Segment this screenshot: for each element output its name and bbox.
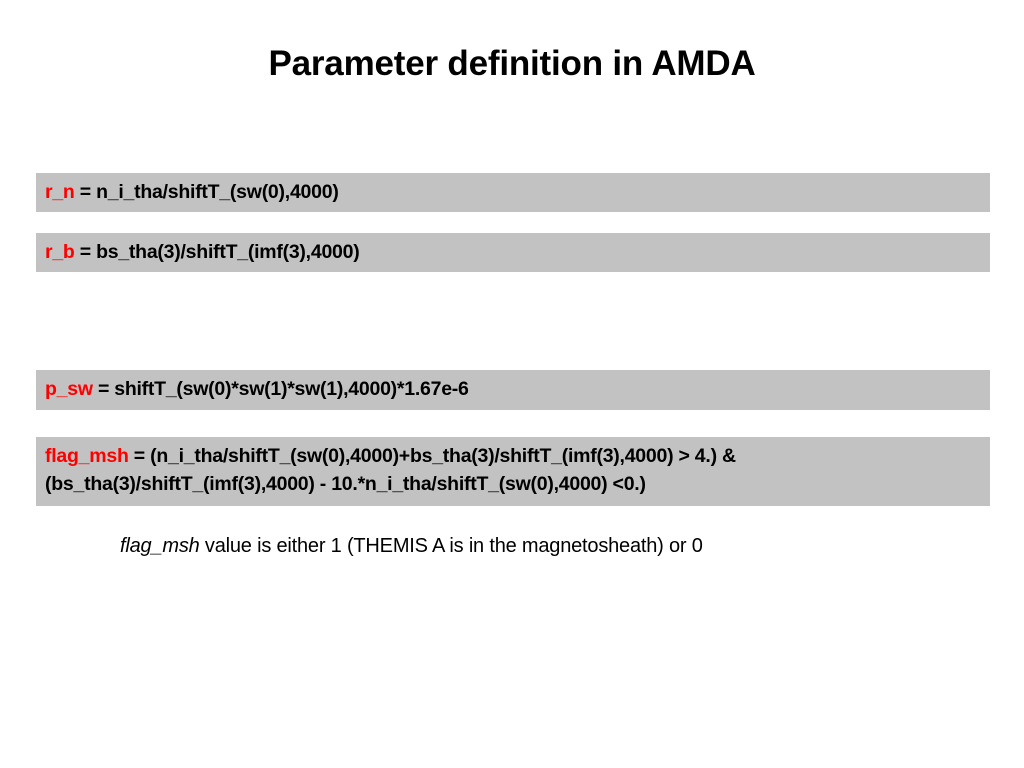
parameter-expression-r-b: = bs_tha(3)/shiftT_(imf(3),4000): [74, 241, 360, 263]
flag-msh-caption: flag_msh value is either 1 (THEMIS A is …: [120, 535, 703, 558]
caption-emphasis: flag_msh: [120, 535, 200, 557]
parameter-expression-flag-msh-line2: (bs_tha(3)/shiftT_(imf(3),4000) - 10.*n_…: [45, 472, 646, 495]
parameter-expression-p-sw: = shiftT_(sw(0)*sw(1)*sw(1),4000)*1.67e-…: [92, 378, 469, 400]
parameter-definition-r-n: r_n = n_i_tha/shiftT_(sw(0),4000): [36, 173, 990, 212]
parameter-expression-flag-msh-line1: = (n_i_tha/shiftT_(sw(0),4000)+bs_tha(3)…: [128, 445, 736, 467]
parameter-name-r-b: r_b: [45, 241, 75, 263]
parameter-definition-r-b: r_b = bs_tha(3)/shiftT_(imf(3),4000): [36, 233, 990, 272]
parameter-expression-r-n: = n_i_tha/shiftT_(sw(0),4000): [74, 181, 339, 203]
parameter-name-flag-msh: flag_msh: [45, 445, 129, 467]
parameter-definition-p-sw: p_sw = shiftT_(sw(0)*sw(1)*sw(1),4000)*1…: [36, 370, 990, 410]
parameter-name-r-n: r_n: [45, 181, 75, 203]
parameter-definition-flag-msh: flag_msh = (n_i_tha/shiftT_(sw(0),4000)+…: [36, 437, 990, 506]
caption-rest: value is either 1 (THEMIS A is in the ma…: [199, 535, 703, 557]
parameter-name-p-sw: p_sw: [45, 378, 93, 400]
page-title: Parameter definition in AMDA: [268, 44, 756, 83]
